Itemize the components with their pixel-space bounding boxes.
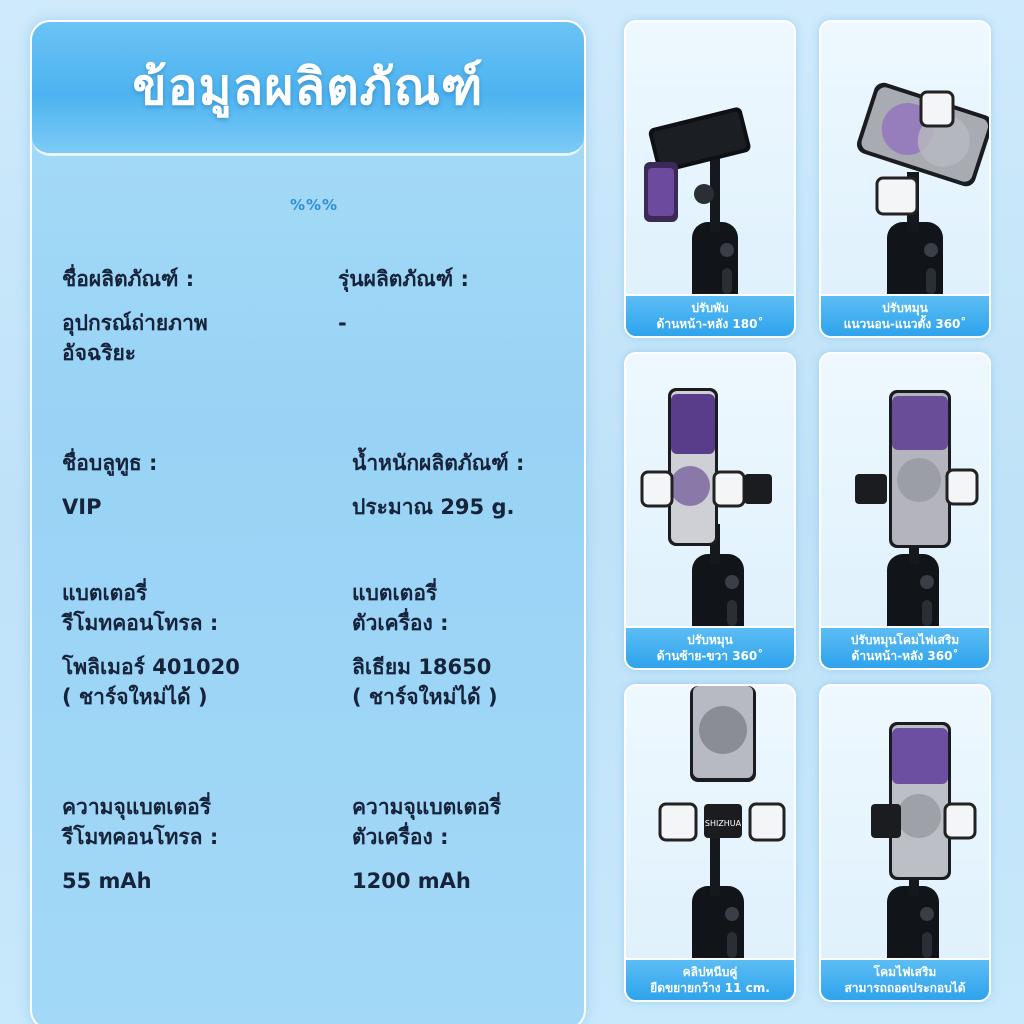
spec-remote-battery: แบตเตอรี่ รีโมทคอนโทรล : โพลิเมอร์ 40102… xyxy=(62,578,342,712)
caption-line: ยืดขยายกว้าง 11 cm. xyxy=(650,981,770,995)
spec-label: ความจุแบตเตอรี่ รีโมทคอนโทรล : xyxy=(62,795,219,849)
spec-value: ประมาณ 295 g. xyxy=(352,495,515,519)
feature-caption: คลิปหนีบคู่ ยืดขยายกว้าง 11 cm. xyxy=(626,958,794,1000)
caption-line: ด้านซ้าย-ขวา 360˚ xyxy=(656,649,764,663)
spec-label: แบตเตอรี่ ตัวเครื่อง : xyxy=(352,581,449,635)
spec-value: อุปกรณ์ถ่ายภาพ อัจฉริยะ xyxy=(62,311,208,365)
gimbal-side-rotate-image xyxy=(640,388,772,668)
spec-value: ลิเธียม 18650 ( ชาร์จใหม่ได้ ) xyxy=(352,655,498,709)
brand-mark: SHIZHUA xyxy=(705,819,742,828)
spec-label: ชื่อผลิตภัณฑ์ : xyxy=(62,267,195,291)
spec-model: รุ่นผลิตภัณฑ์ : - xyxy=(338,264,578,338)
spec-value: 55 mAh xyxy=(62,869,152,893)
caption-line: ปรับหมุน xyxy=(687,633,733,647)
feature-caption: ปรับหมุน แนวนอน-แนวตั้ง 360˚ xyxy=(821,294,989,336)
feature-tile-detachable-lamp: โคมไฟเสริม สามารถถอดประกอบได้ xyxy=(819,684,991,1002)
feature-tile-fold: ปรับพับ ด้านหน้า-หลัง 180˚ xyxy=(624,20,796,338)
spec-weight: น้ำหนักผลิตภัณฑ์ : ประมาณ 295 g. xyxy=(352,448,582,522)
decorative-percent-marks: %%% xyxy=(289,196,339,214)
caption-line: สามารถถอดประกอบได้ xyxy=(844,981,966,995)
feature-caption: ปรับพับ ด้านหน้า-หลัง 180˚ xyxy=(626,294,794,336)
feature-caption: โคมไฟเสริม สามารถถอดประกอบได้ xyxy=(821,958,989,1000)
feature-caption: ปรับหมุน ด้านซ้าย-ขวา 360˚ xyxy=(626,626,794,668)
spec-label: น้ำหนักผลิตภัณฑ์ : xyxy=(352,451,525,475)
spec-value: VIP xyxy=(62,495,102,519)
title-banner: ข้อมูลผลิตภัณฑ์ xyxy=(32,22,584,156)
gimbal-detachable-lamp-image xyxy=(871,722,977,1000)
spec-remote-capacity: ความจุแบตเตอรี่ รีโมทคอนโทรล : 55 mAh xyxy=(62,792,342,896)
spec-label: รุ่นผลิตภัณฑ์ : xyxy=(338,267,469,291)
caption-line: คลิปหนีบคู่ xyxy=(682,965,738,979)
spec-label: ชื่อบลูทูธ : xyxy=(62,451,158,475)
spec-product-name: ชื่อผลิตภัณฑ์ : อุปกรณ์ถ่ายภาพ อัจฉริยะ xyxy=(62,264,322,368)
spec-value: 1200 mAh xyxy=(352,869,471,893)
caption-line: โคมไฟเสริม xyxy=(873,965,937,979)
page-title: ข้อมูลผลิตภัณฑ์ xyxy=(132,58,484,116)
gimbal-fold-image xyxy=(644,107,751,336)
caption-line: แนวนอน-แนวตั้ง 360˚ xyxy=(843,317,967,331)
caption-line: ปรับพับ xyxy=(691,301,729,315)
caption-line: ปรับหมุนโคมไฟเสริม xyxy=(850,633,960,647)
gimbal-rotate-image xyxy=(856,82,989,336)
spec-device-capacity: ความจุแบตเตอรี่ ตัวเครื่อง : 1200 mAh xyxy=(352,792,582,896)
spec-label: แบตเตอรี่ รีโมทคอนโทรล : xyxy=(62,581,219,635)
spec-label: ความจุแบตเตอรี่ ตัวเครื่อง : xyxy=(352,795,501,849)
spec-value: โพลิเมอร์ 401020 ( ชาร์จใหม่ได้ ) xyxy=(62,655,240,709)
gimbal-lamp-rotate-image xyxy=(855,390,979,668)
feature-tile-rotate-sides: ปรับหมุน ด้านซ้าย-ขวา 360˚ xyxy=(624,352,796,670)
feature-caption: ปรับหมุนโคมไฟเสริม ด้านหน้า-หลัง 360˚ xyxy=(821,626,989,668)
caption-line: ด้านหน้า-หลัง 360˚ xyxy=(851,649,959,663)
gimbal-clamp-image: SHIZHUA xyxy=(658,686,786,1000)
spec-value: - xyxy=(338,311,347,335)
feature-tile-rotate-orientation: ปรับหมุน แนวนอน-แนวตั้ง 360˚ xyxy=(819,20,991,338)
spec-device-battery: แบตเตอรี่ ตัวเครื่อง : ลิเธียม 18650 ( ช… xyxy=(352,578,582,712)
feature-tile-lamp-rotate: ปรับหมุนโคมไฟเสริม ด้านหน้า-หลัง 360˚ xyxy=(819,352,991,670)
spec-bluetooth-name: ชื่อบลูทูธ : VIP xyxy=(62,448,322,522)
feature-tile-double-clamp: SHIZHUA คลิปหนีบคู่ ยืดขยายกว้าง 11 cm. xyxy=(624,684,796,1002)
caption-line: ปรับหมุน xyxy=(882,301,928,315)
caption-line: ด้านหน้า-หลัง 180˚ xyxy=(656,317,764,331)
product-info-panel: ข้อมูลผลิตภัณฑ์ %%% ชื่อผลิตภัณฑ์ : อุปก… xyxy=(30,20,586,1024)
